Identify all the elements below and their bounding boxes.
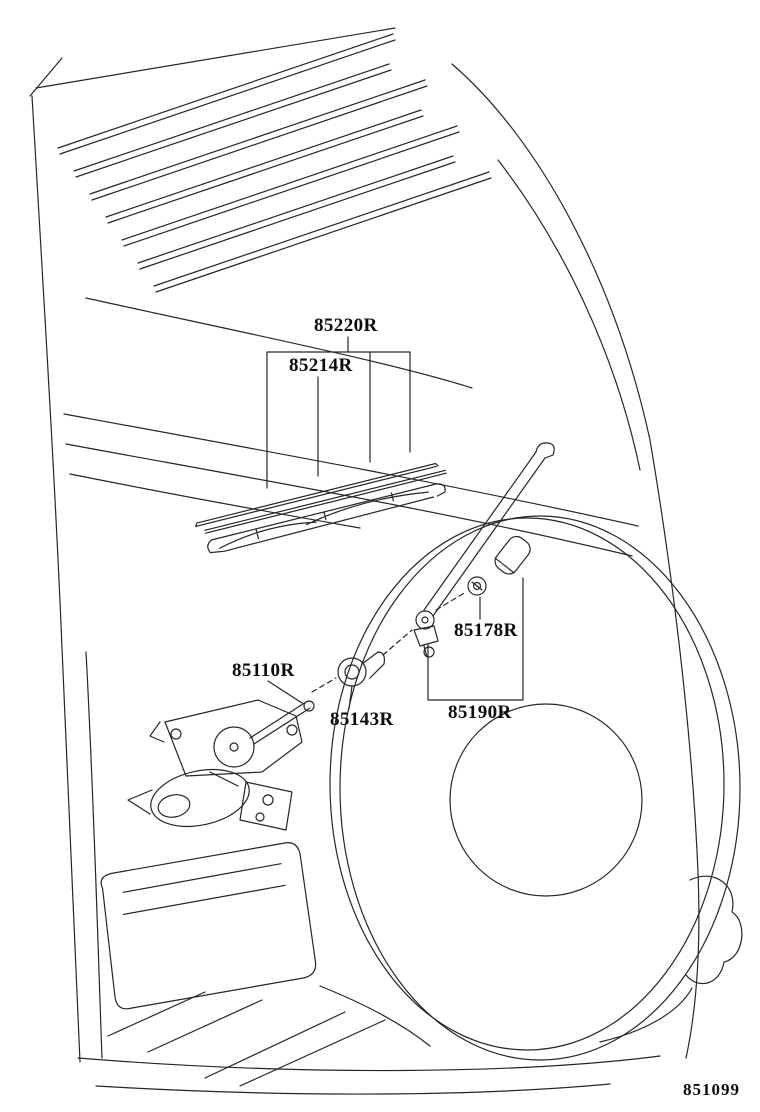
part-label-85178r: 85178R (454, 620, 518, 641)
part-label-85143r: 85143R (330, 709, 394, 730)
assembly-dashed-lines (311, 591, 467, 693)
part-label-85110r: 85110R (232, 660, 295, 681)
part-label-85220r: 85220R (314, 315, 378, 336)
pivot-cap (494, 535, 531, 575)
leader-lines (266, 336, 524, 710)
pivot-screw (467, 576, 487, 596)
roof-ribs (57, 33, 492, 293)
wiper-arm (413, 442, 555, 658)
figure-code: 851099 (683, 1080, 740, 1099)
wiper-motor (127, 699, 315, 831)
part-label-85190r: 85190R (448, 702, 512, 723)
lower-body-lines (107, 985, 431, 1087)
part-label-85214r: 85214R (289, 355, 353, 376)
rear-door-panel (100, 842, 317, 1010)
wiper-blade (195, 462, 447, 554)
spare-tire (329, 515, 743, 1061)
